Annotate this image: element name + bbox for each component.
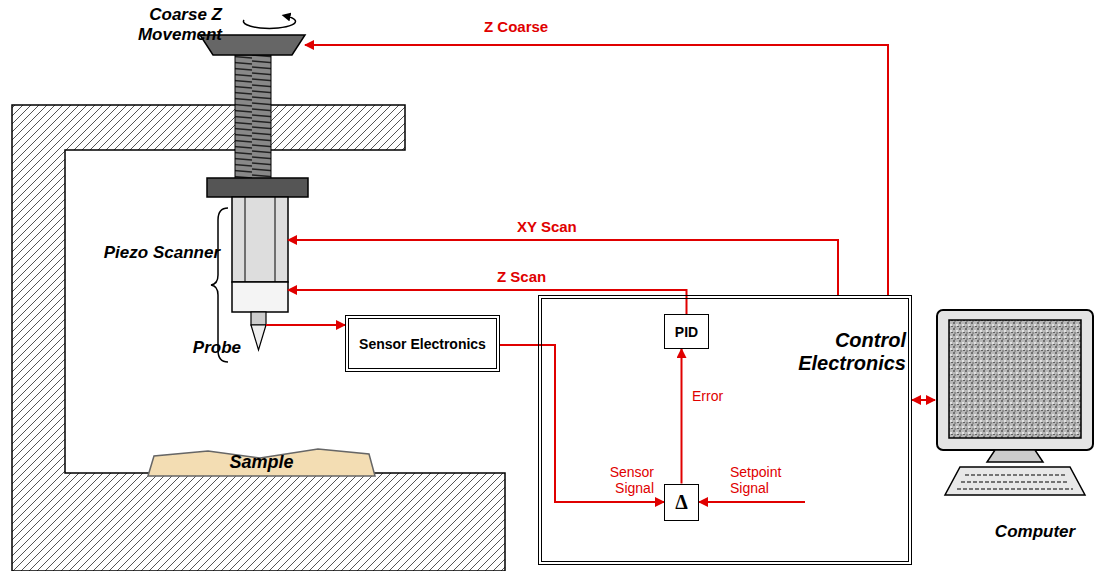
rotation-arrow xyxy=(243,16,295,28)
sample: Sample xyxy=(148,448,375,476)
signal-label: Error xyxy=(690,388,725,404)
signal-connector xyxy=(699,501,805,503)
node-label: Control Electronics xyxy=(790,329,906,375)
probe-holder xyxy=(251,312,266,325)
signal-label: Sensor Signal xyxy=(586,464,656,496)
signal-connector xyxy=(266,324,345,326)
node-label: Sample xyxy=(148,452,375,473)
signal-connector xyxy=(305,45,888,295)
signal-connector xyxy=(912,399,935,401)
coarse-z-knob: Coarse Z Movement xyxy=(200,35,305,55)
signal-label: Setpoint Signal xyxy=(728,464,806,496)
probe-tip xyxy=(251,325,266,350)
node-label: Piezo Scanner xyxy=(102,243,220,263)
signal-connector xyxy=(500,345,664,502)
node-label: Probe xyxy=(151,338,241,358)
pid-box: PID xyxy=(664,314,709,349)
node-label: Computer xyxy=(955,522,1108,542)
monitor-outline xyxy=(935,310,1095,500)
node-label: Δ xyxy=(665,491,698,514)
signal-label: Z Coarse xyxy=(482,18,550,35)
z-piezo xyxy=(232,282,288,312)
signal-connector xyxy=(681,349,683,484)
control-electronics-box: Control Electronics PID Δ xyxy=(538,295,912,565)
node-label: Sensor Electronics xyxy=(349,335,496,351)
piezo-scanner: Piezo Scanner xyxy=(232,197,288,312)
sensor-electronics-box: Sensor Electronics xyxy=(345,315,500,372)
computer: Computer xyxy=(935,310,1095,500)
signal-connector xyxy=(288,290,687,314)
threaded-rod xyxy=(235,55,271,179)
signal-connector xyxy=(288,240,838,295)
signal-label: Z Scan xyxy=(495,268,548,285)
node-label: Coarse Z Movement xyxy=(100,5,222,44)
signal-label: XY Scan xyxy=(515,218,579,235)
xy-piezo xyxy=(232,197,288,282)
probe: Probe xyxy=(251,312,266,350)
node-label: PID xyxy=(665,323,708,339)
piezo-electrodes xyxy=(245,197,275,282)
flange xyxy=(207,178,308,197)
delta-box: Δ xyxy=(664,484,699,521)
